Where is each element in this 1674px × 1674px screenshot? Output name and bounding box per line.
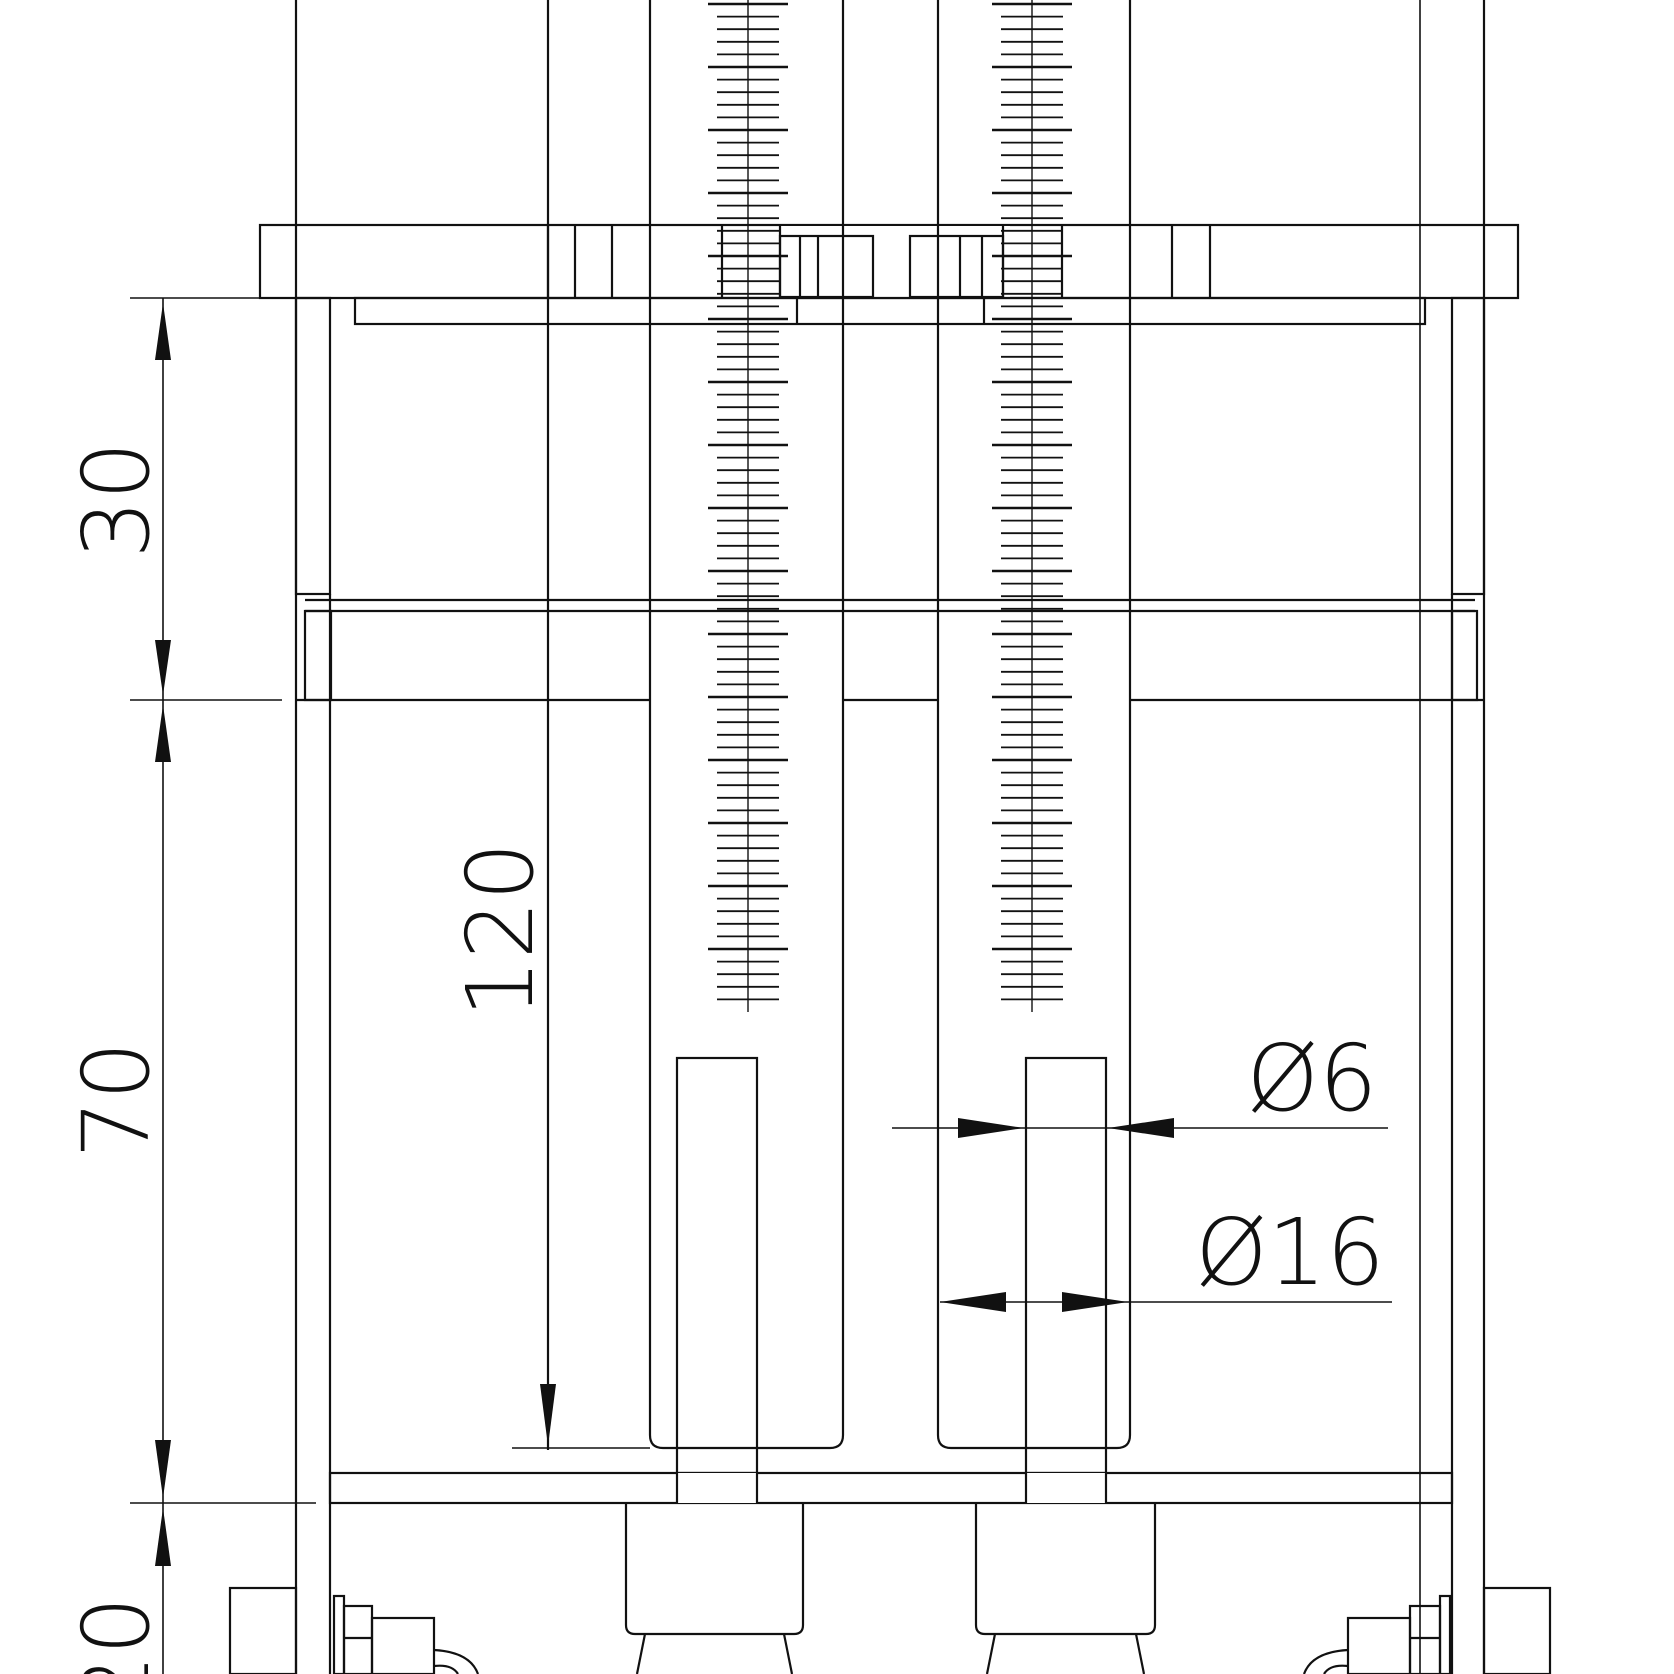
dimension-120: 120 [447, 842, 650, 1449]
arrow-head [155, 1440, 171, 1498]
left-dimension-chain: 30 70 20 [63, 297, 316, 1674]
right-scale [992, 0, 1072, 1012]
left-tube [648, 0, 845, 1475]
arrow-head [155, 1508, 171, 1566]
middle-shelf [296, 598, 1484, 702]
dim-70-label: 70 [63, 1041, 170, 1158]
dim-20-label: 20 [63, 1596, 170, 1674]
bottom-fittings [228, 1503, 1552, 1674]
top-plate [258, 223, 1520, 326]
arrow-head [155, 705, 171, 762]
dimension-phi16: Ø16 [940, 1199, 1392, 1312]
dim-phi16-label: Ø16 [1195, 1199, 1384, 1306]
vertical-rods [546, 0, 1421, 1674]
dimension-phi6: Ø6 [892, 1025, 1388, 1138]
arrow-head [155, 640, 171, 695]
arrow-head [958, 1118, 1024, 1138]
base-plate [328, 1471, 1454, 1505]
arrow-head [940, 1292, 1006, 1312]
right-tube [936, 0, 1132, 1475]
arrow-head [540, 1384, 556, 1446]
left-scale [708, 0, 788, 1012]
dim-120-label: 120 [447, 842, 554, 1018]
arrow-head [1108, 1118, 1174, 1138]
dim-30-label: 30 [63, 441, 170, 558]
arrow-head [1062, 1292, 1128, 1312]
dim-phi6-label: Ø6 [1247, 1025, 1378, 1132]
arrow-head [155, 303, 171, 360]
